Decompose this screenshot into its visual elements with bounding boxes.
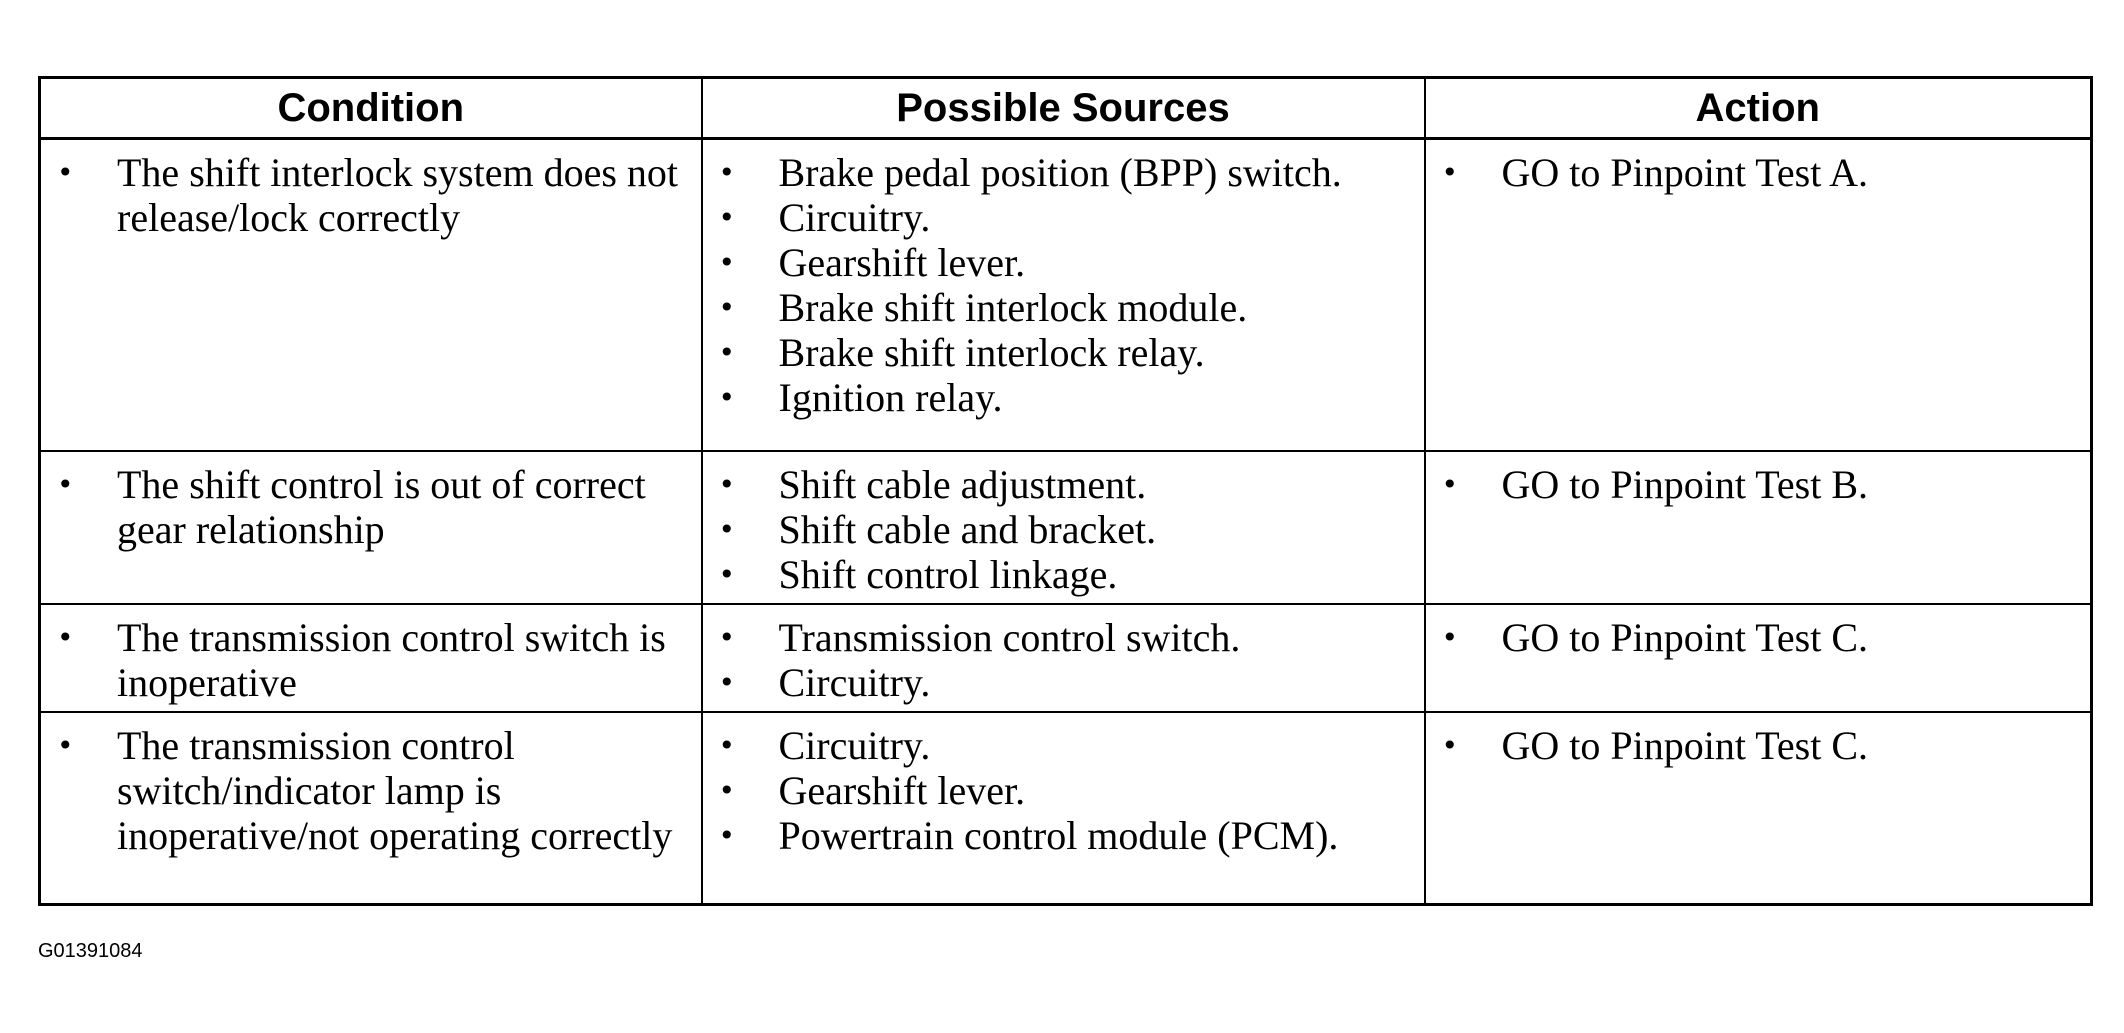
action-item: • GO to Pinpoint Test C. [1434,723,2075,768]
bullet-icon: • [718,512,736,546]
bullet-icon: • [718,818,736,852]
action-text: GO to Pinpoint Test C. [1501,722,1869,768]
condition-cell: • The shift interlock system does not rel… [38,137,703,452]
bullet-icon: • [718,156,736,189]
sources-cell: • Transmission control switch. • Circuitry… [700,602,1426,713]
header-possible-sources: Possible Sources [700,76,1426,140]
bullet-icon: • [718,291,736,324]
condition-item: • The transmission control switch is inop… [49,615,685,705]
action-item: • GO to Pinpoint Test B. [1434,462,2075,507]
source-text: Brake shift interlock relay. [778,330,1205,375]
bullet-icon: • [57,156,74,189]
condition-text: The shift interlock system does not rele… [117,150,679,240]
table-row: • The shift interlock system does not rel… [38,137,2093,452]
condition-item: • The transmission control switch/indicat… [49,723,685,858]
bullet-icon: • [718,728,736,762]
source-item: • Circuitry. [711,195,1408,240]
condition-text: The transmission control switch is inope… [117,614,666,705]
bullet-icon: • [718,201,736,234]
bullet-icon: • [718,381,736,414]
sources-cell: • Shift cable adjustment. • Shift cable an… [700,449,1426,605]
condition-cell: • The shift control is out of correct gea… [38,449,703,605]
source-item: • Brake shift interlock module. [711,285,1408,330]
action-item: • GO to Pinpoint Test A. [1434,150,2075,195]
action-text: GO to Pinpoint Test B. [1501,461,1869,507]
bullet-icon: • [57,467,74,501]
source-text: Shift control linkage. [778,551,1118,597]
bullet-icon: • [718,336,736,369]
source-text: Brake shift interlock module. [778,285,1248,330]
action-text: GO to Pinpoint Test A. [1501,150,1869,195]
condition-text: The shift control is out of correct gear… [117,461,646,552]
table-row: • The transmission control switch is inop… [38,602,2093,713]
action-cell: • GO to Pinpoint Test B. [1423,449,2093,605]
sources-cell: • Circuitry. • Gearshift lever. • Powertrai… [700,710,1426,906]
source-item: • Transmission control switch. [711,615,1408,660]
bullet-icon: • [1441,467,1459,501]
bullet-icon: • [718,773,736,807]
header-condition: Condition [38,76,703,140]
source-item: • Gearshift lever. [711,768,1408,813]
source-item: • Circuitry. [711,723,1408,768]
sources-cell: • Brake pedal position (BPP) switch. • Cir… [700,137,1426,452]
action-cell: • GO to Pinpoint Test A. [1423,137,2093,452]
bullet-icon: • [57,728,74,762]
condition-cell: • The transmission control switch is inop… [38,602,703,713]
bullet-icon: • [1441,156,1459,189]
source-text: Shift cable and bracket. [778,506,1157,552]
source-text: Brake pedal position (BPP) switch. [778,150,1342,195]
bullet-icon: • [718,467,736,501]
bullet-icon: • [1441,728,1459,762]
source-text: Transmission control switch. [778,614,1241,660]
source-item: • Circuitry. [711,660,1408,705]
source-item: • Shift control linkage. [711,552,1408,597]
bullet-icon: • [718,665,736,699]
source-item: • Powertrain control module (PCM). [711,813,1408,858]
source-text: Powertrain control module (PCM). [778,812,1339,858]
source-item: • Brake shift interlock relay. [711,330,1408,375]
action-cell: • GO to Pinpoint Test C. [1423,710,2093,906]
source-text: Circuitry. [778,722,931,768]
header-row: Condition Possible Sources Action [38,76,2093,140]
source-item: • Gearshift lever. [711,240,1408,285]
bullet-icon: • [57,620,74,654]
source-item: • Shift cable and bracket. [711,507,1408,552]
condition-text: The transmission control switch/indicato… [117,722,673,858]
diagnosis-table: Condition Possible Sources Action • The s… [38,76,2093,906]
source-item: • Shift cable adjustment. [711,462,1408,507]
figure-id: G01391084 [38,940,143,962]
source-text: Gearshift lever. [778,240,1026,285]
action-text: GO to Pinpoint Test C. [1501,614,1869,660]
source-item: • Brake pedal position (BPP) switch. [711,150,1408,195]
bullet-icon: • [718,557,736,591]
table-row: • The transmission control switch/indicat… [38,710,2093,906]
source-item: • Ignition relay. [711,375,1408,420]
action-cell: • GO to Pinpoint Test C. [1423,602,2093,713]
bullet-icon: • [718,246,736,279]
source-text: Shift cable adjustment. [778,461,1147,507]
header-action: Action [1423,76,2093,140]
condition-item: • The shift control is out of correct gea… [49,462,685,552]
bullet-icon: • [718,620,736,654]
action-item: • GO to Pinpoint Test C. [1434,615,2075,660]
table-row: • The shift control is out of correct gea… [38,449,2093,605]
condition-cell: • The transmission control switch/indicat… [38,710,703,906]
source-text: Circuitry. [778,195,931,240]
condition-item: • The shift interlock system does not rel… [49,150,685,240]
source-text: Gearshift lever. [778,767,1026,813]
bullet-icon: • [1441,620,1459,654]
source-text: Ignition relay. [778,375,1003,420]
source-text: Circuitry. [778,659,931,705]
